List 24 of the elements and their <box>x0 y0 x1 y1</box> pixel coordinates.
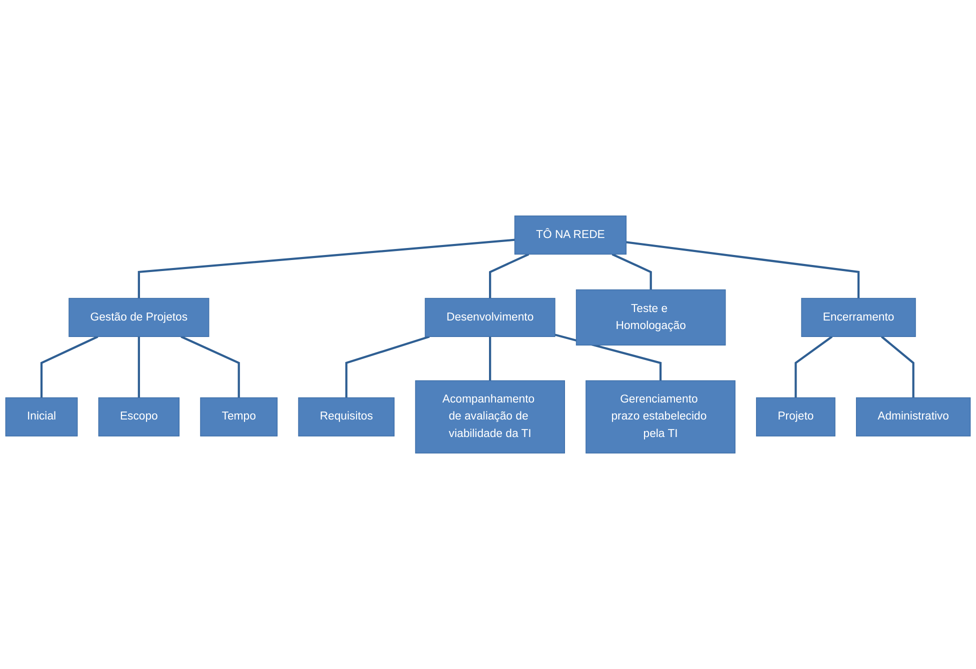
node-box: Encerramento <box>801 298 916 337</box>
connector <box>40 336 98 398</box>
node-box: TÔ NA REDE <box>514 216 627 255</box>
connector <box>554 334 662 381</box>
connector <box>880 336 914 398</box>
node-box: Acompanhamento de avaliação de viabilidade da TI <box>415 380 565 454</box>
connector <box>626 241 860 298</box>
node-box: Desenvolvimento <box>424 298 556 337</box>
connector <box>180 336 240 398</box>
connector <box>138 238 515 298</box>
node-box: Tempo <box>200 397 278 436</box>
node-box: Administrativo <box>856 397 971 436</box>
connector <box>489 336 492 381</box>
connector <box>345 336 430 398</box>
node-box: Projeto <box>756 397 836 436</box>
node-box: Escopo <box>98 397 180 436</box>
node-box: Gestão de Projetos <box>68 298 210 337</box>
node-box: Inicial <box>5 397 78 436</box>
connector <box>612 253 652 290</box>
node-box: Requisitos <box>298 397 395 436</box>
connector <box>794 336 833 398</box>
node-box: Teste e Homologação <box>576 289 726 346</box>
node-box: Gerenciamento prazo estabelecido pela TI <box>586 380 736 454</box>
connector <box>138 336 140 398</box>
